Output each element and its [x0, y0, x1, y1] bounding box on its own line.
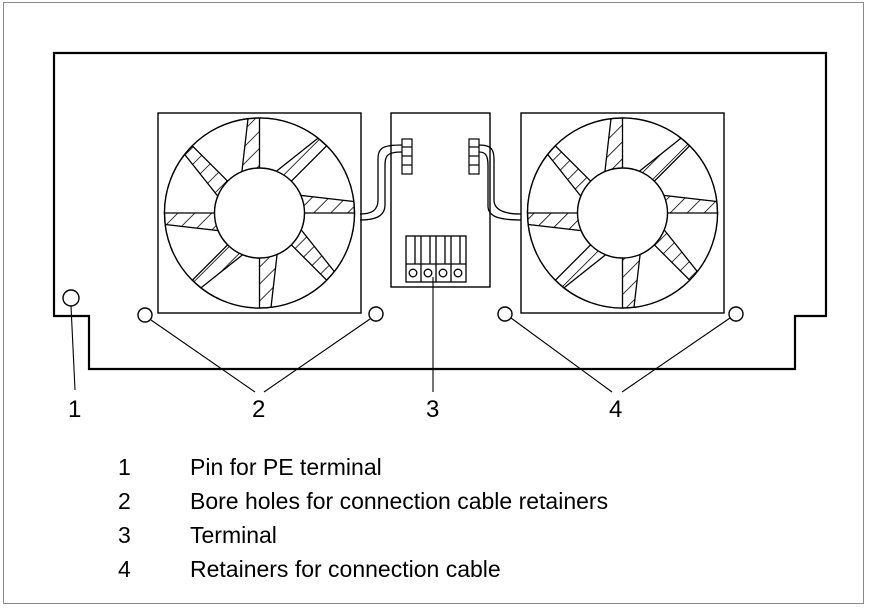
legend-number: 3: [118, 521, 131, 548]
connector-left: [401, 138, 413, 175]
fan-hub: [576, 167, 669, 259]
legend-number: 2: [118, 487, 131, 514]
legend-item: 1 Pin for PE terminal: [118, 450, 608, 484]
fan-right: [526, 117, 719, 309]
leader-lines: [70, 277, 731, 393]
callout-3: 3: [426, 396, 440, 423]
connector-right: [468, 138, 480, 175]
retainer-left: [497, 306, 513, 322]
bore-hole-right: [368, 306, 384, 322]
pe-pin: [62, 289, 80, 307]
fan-hub: [213, 167, 306, 259]
fan-cable-right: [478, 144, 522, 221]
fan-cable-left: [359, 144, 403, 221]
legend-text: Terminal: [190, 521, 277, 548]
retainer-right: [728, 306, 744, 322]
legend-number: 4: [118, 555, 131, 582]
legend-text: Retainers for connection cable: [190, 555, 501, 582]
legend-item: 4 Retainers for connection cable: [118, 552, 608, 586]
legend-number: 1: [118, 453, 131, 480]
legend-text: Pin for PE terminal: [190, 453, 382, 480]
figure-frame: [3, 2, 864, 604]
terminal-block: [405, 235, 467, 283]
legend-item: 2 Bore holes for connection cable retain…: [118, 484, 608, 518]
legend: 1 Pin for PE terminal 2 Bore holes for c…: [118, 450, 608, 586]
legend-text: Bore holes for connection cable retainer…: [190, 487, 609, 514]
callout-4: 4: [609, 396, 623, 423]
legend-item: 3 Terminal: [118, 518, 608, 552]
housing-outline: [52, 51, 828, 371]
callout-2: 2: [252, 396, 266, 423]
bore-hole-left: [137, 307, 153, 323]
callout-1: 1: [68, 396, 82, 423]
fan-left: [163, 117, 356, 309]
